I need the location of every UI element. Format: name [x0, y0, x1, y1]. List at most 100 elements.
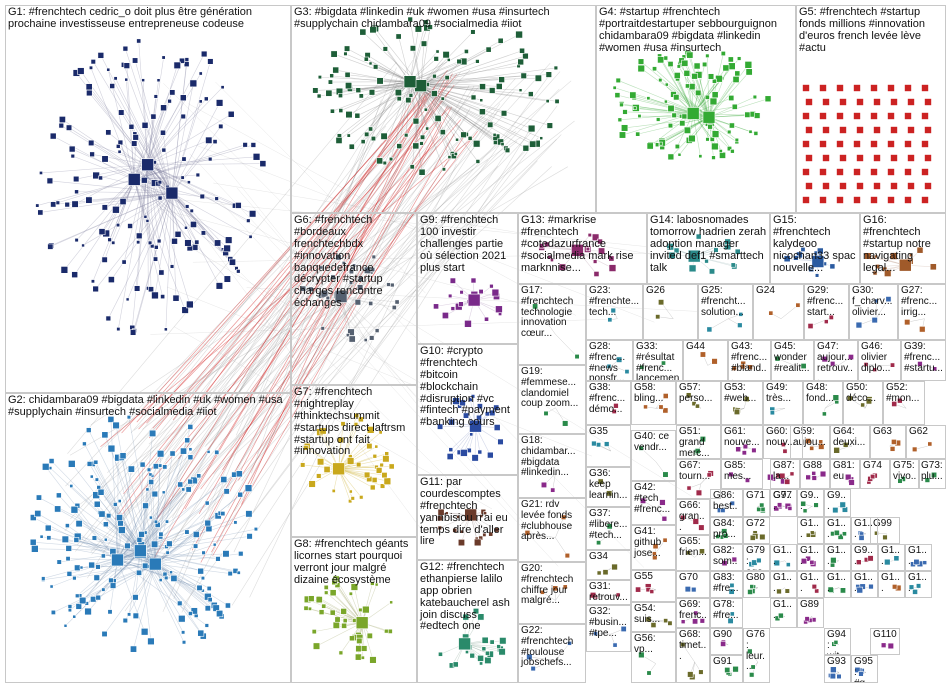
- group-box-g6: G6: #frenchtech #bordeaux frenchtechbdx …: [291, 213, 417, 385]
- group-label-g98: G9...: [827, 491, 848, 513]
- group-label-g37: G37: #libere... #tech...: [589, 509, 628, 541]
- group-box-g76: G76: leur...: [743, 628, 770, 683]
- group-box-g107: G1...: [905, 544, 932, 571]
- group-label-g102: G1...: [854, 519, 875, 541]
- group-label-g4: G4: #startup #frenchtech #portraitdestar…: [599, 7, 793, 55]
- group-box-g80: G80: [743, 571, 770, 598]
- group-label-g72: G72: [746, 519, 767, 530]
- group-label-g50: G50: déco...: [846, 383, 880, 405]
- group-box-g19: G19: #femmese... clandomiel coup zoom...: [518, 365, 586, 434]
- group-box-g66: G66: gran...: [676, 499, 710, 535]
- group-box-g58: G58: bling...: [631, 381, 676, 425]
- group-box-g83: G83: #fre...: [710, 571, 743, 598]
- group-label-g112: G1...: [854, 573, 875, 595]
- group-box-g86: G86: best...: [710, 489, 743, 517]
- group-box-g78: G78: #fre...: [710, 598, 743, 628]
- group-label-g60: G60: nouv...: [766, 427, 800, 449]
- group-box-g81: G81: eu: [830, 459, 860, 489]
- group-box-g62: G62: [906, 425, 946, 459]
- group-label-g30: G30: f_charv... olivier...: [852, 286, 895, 318]
- group-label-g1: G1: #frenchtech cedric_o doit plus être …: [8, 7, 288, 31]
- group-label-g70: G70: [679, 573, 707, 584]
- group-label-g93: G93: [827, 657, 848, 668]
- group-box-g97: G9...: [797, 489, 824, 517]
- group-label-g95: G95: #g...: [854, 657, 875, 683]
- group-label-g40: G40: ce vendr...: [634, 432, 673, 454]
- group-box-g45: G45: wonder #realit...: [771, 340, 814, 381]
- group-label-g58: G58: bling...: [634, 383, 673, 405]
- group-box-g12: G12: #frenchtech ethanpierse lalilo app …: [417, 560, 518, 683]
- group-box-g96: G9...: [770, 489, 797, 517]
- group-box-g74: G74: [860, 459, 890, 489]
- group-label-g83: G83: #fre...: [713, 573, 740, 595]
- group-box-g56: G56: vp...: [631, 632, 676, 683]
- group-box-g35: G35: [586, 425, 631, 467]
- group-box-g63: G63: [870, 425, 906, 459]
- group-label-g31: G31: retrouv...: [589, 582, 628, 604]
- group-label-g16: G16: #frenchtech #startup notre navigati…: [863, 215, 943, 274]
- group-box-g110: G110: [870, 628, 900, 655]
- group-box-g40: G40: ce vendr...: [631, 430, 676, 481]
- group-label-g86: G86: best...: [713, 491, 740, 517]
- group-box-g57: G57: perso...: [676, 381, 721, 425]
- group-box-g73: G73: plu...: [918, 459, 946, 489]
- group-box-g71: G71: [743, 489, 770, 517]
- group-box-g1: G1: #frenchtech cedric_o doit plus être …: [5, 5, 291, 393]
- group-box-g42: G42: #tech #frenc...: [631, 481, 676, 525]
- group-label-g115: G1...: [773, 600, 794, 622]
- group-box-g21: G21: rdv levée fonds #clubhouse après...: [518, 498, 586, 562]
- group-label-g94: G94: wit...: [827, 630, 848, 655]
- group-box-g72: G72: [743, 517, 770, 544]
- group-label-g26: G26: [646, 286, 695, 297]
- group-box-g16: G16: #frenchtech #startup notre navigati…: [860, 213, 946, 284]
- group-label-g24: G24: [756, 286, 801, 297]
- group-label-g85: G85: mes...: [724, 461, 760, 483]
- group-label-g75: G75: vivo...: [893, 461, 917, 489]
- group-label-g55: G55: [634, 572, 673, 583]
- group-box-g95: G95: #g...: [851, 655, 878, 683]
- group-box-g61: G61: nouve...: [721, 425, 763, 459]
- group-label-g22: G22: #frenchtech #toulouse jobschefs...: [521, 626, 583, 669]
- group-box-g17: G17: #frenchtech technologie innovation …: [518, 284, 586, 365]
- group-box-g43: G43: #frenc... #bland...: [728, 340, 771, 381]
- group-label-g18: G18: chidambar... #bigdata #linkedin...: [521, 436, 583, 479]
- group-label-g33: G33: #résultat #frenc... lancement...: [636, 342, 680, 381]
- group-box-g113: G1...: [878, 571, 905, 598]
- group-box-g46: G46: olivier diplo...: [858, 340, 901, 381]
- group-label-g6: G6: #frenchtech #bordeaux frenchtechbdx …: [294, 215, 414, 310]
- group-label-g96: G9...: [773, 491, 794, 513]
- group-box-g85: G85: mes...: [721, 459, 763, 489]
- group-box-g41: G41: github jose...: [631, 525, 676, 570]
- group-label-g101: G1...: [827, 519, 848, 541]
- group-label-g23: G23: #frenchte... tech...: [589, 286, 640, 318]
- group-box-g33: G33: #résultat #frenc... lancement...: [633, 340, 683, 381]
- group-box-g108: G1...: [770, 571, 797, 598]
- group-box-g5: G5: #frenchtech #startup fonds millions …: [796, 5, 946, 213]
- group-box-g8: G8: #frenchtech géants licornes start po…: [291, 537, 417, 683]
- group-label-g106: G1...: [881, 546, 902, 568]
- group-box-g44: G44: [683, 340, 728, 381]
- group-box-g103: G1...: [770, 544, 797, 571]
- group-label-g48: G48: fond...: [806, 383, 840, 405]
- group-box-g84: G84: pro...: [710, 517, 743, 544]
- group-label-g62: G62: [909, 427, 943, 438]
- group-label-g107: G1...: [908, 546, 929, 568]
- group-label-g63: G63: [873, 427, 903, 438]
- group-label-g67: G67: tourn...: [679, 461, 718, 483]
- group-label-g41: G41: github jose...: [634, 527, 673, 559]
- group-box-g90: G90: [710, 628, 743, 655]
- group-label-g54: G54: suis...: [634, 604, 673, 626]
- group-box-g32: G32: #busin... #tpe...: [586, 605, 631, 652]
- group-box-g68: G68: timet...: [676, 628, 710, 683]
- group-box-g114: G1...: [905, 571, 932, 598]
- group-box-g93: G93: [824, 655, 851, 683]
- group-box-g36: G36: keep learnin...: [586, 467, 631, 507]
- group-label-g51: G51: grand merc...: [679, 427, 718, 459]
- group-label-g84: G84: pro...: [713, 519, 740, 541]
- group-box-g37: G37: #libere... #tech...: [586, 507, 631, 550]
- group-box-g15: G15: #frenchtech kalydeoo nicochan33 spa…: [770, 213, 860, 284]
- group-box-g48: G48: fond...: [803, 381, 843, 425]
- group-label-g39: G39: #frenc... #startu...: [904, 342, 943, 374]
- group-box-g2: G2: chidambara09 #bigdata #linkedin #uk …: [5, 393, 291, 683]
- group-label-g80: G80: [746, 573, 767, 584]
